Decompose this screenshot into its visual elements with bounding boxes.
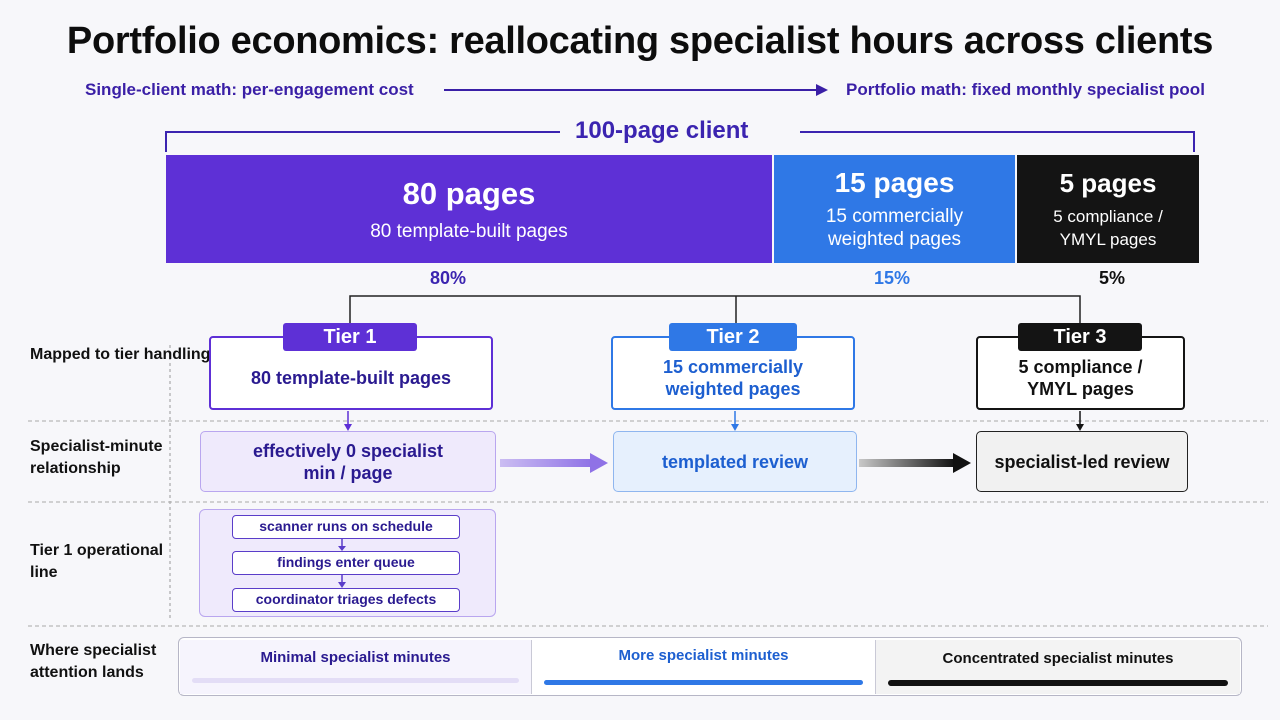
segment-count: 80 pages [402,175,536,211]
tier1-relationship-box: effectively 0 specialist min / page [200,431,496,492]
op-step-scanner: scanner runs on schedule [232,515,460,539]
subtitle-arrow [444,84,828,96]
percent-tier3: 5% [1098,268,1125,288]
tier2-relationship: templated review [661,451,809,472]
segment-desc: 80 template-built pages [370,220,568,242]
segment-desc: 15 commercially weighted pages [825,206,964,250]
attention-more-bar [544,680,863,685]
tier-connectors [349,295,1081,324]
tier2-pages: 15 commercially weighted pages [662,357,804,399]
tier2-tag: Tier 2 [669,323,797,351]
segment-desc: 5 compliance / YMYL pages [1053,206,1163,249]
tier3-pages: 5 compliance / YMYL pages [1018,357,1143,399]
tier3-relationship: specialist-led review [994,451,1170,472]
op-step-queue: findings enter queue [232,551,460,575]
segment-count: 15 pages [834,167,955,198]
client-bracket [165,131,1195,152]
attention-concentrated-bar [888,680,1228,686]
attention-concentrated-label: Concentrated specialist minutes [942,650,1174,667]
arrow-tier2-to-tier3 [859,453,971,473]
attention-concentrated: Concentrated specialist minutes [876,640,1240,694]
page-title: Portfolio economics: reallocating specia… [66,20,1214,62]
row-label-attention: Where specialist attention lands [30,642,157,681]
attention-more: More specialist minutes [532,640,876,694]
attention-minimal: Minimal specialist minutes [180,640,532,694]
op-step-arrows [338,539,346,588]
tier1-relationship: effectively 0 specialist min / page [252,440,444,483]
tier2-relationship-box: templated review [613,431,857,492]
segment-template-pages: 80 pages 80 template-built pages [166,155,772,263]
attention-minimal-bar [192,678,519,683]
subtitle-single-client: Single-client math: per-engagement cost [85,80,414,99]
tier1-pages: 80 template-built pages [250,368,452,388]
percent-tier2: 15% [873,268,911,288]
op-step-triage: coordinator triages defects [232,588,460,612]
tier1-tag: Tier 1 [283,323,417,351]
segment-commercial-pages: 15 pages 15 commercially weighted pages [774,155,1015,263]
tier3-box: 5 compliance / YMYL pages [976,336,1185,410]
arrow-tier1-to-tier2 [500,453,608,473]
attention-more-label: More specialist minutes [618,647,789,664]
segment-compliance-pages: 5 pages 5 compliance / YMYL pages [1017,155,1199,263]
tier3-tag: Tier 3 [1018,323,1142,351]
percent-tier1: 80% [429,268,467,288]
row-label-relationship: Specialist-minute relationship [30,438,163,477]
attention-minimal-label: Minimal specialist minutes [260,649,451,666]
tier3-relationship-box: specialist-led review [976,431,1188,492]
client-label: 100-page client [565,117,759,145]
row-label-mapped: Mapped to tier handling [30,346,211,363]
subtitle-portfolio: Portfolio math: fixed monthly specialist… [846,80,1205,99]
row-label-operational: Tier 1 operational line [30,542,164,581]
segment-count: 5 pages [1059,167,1157,198]
